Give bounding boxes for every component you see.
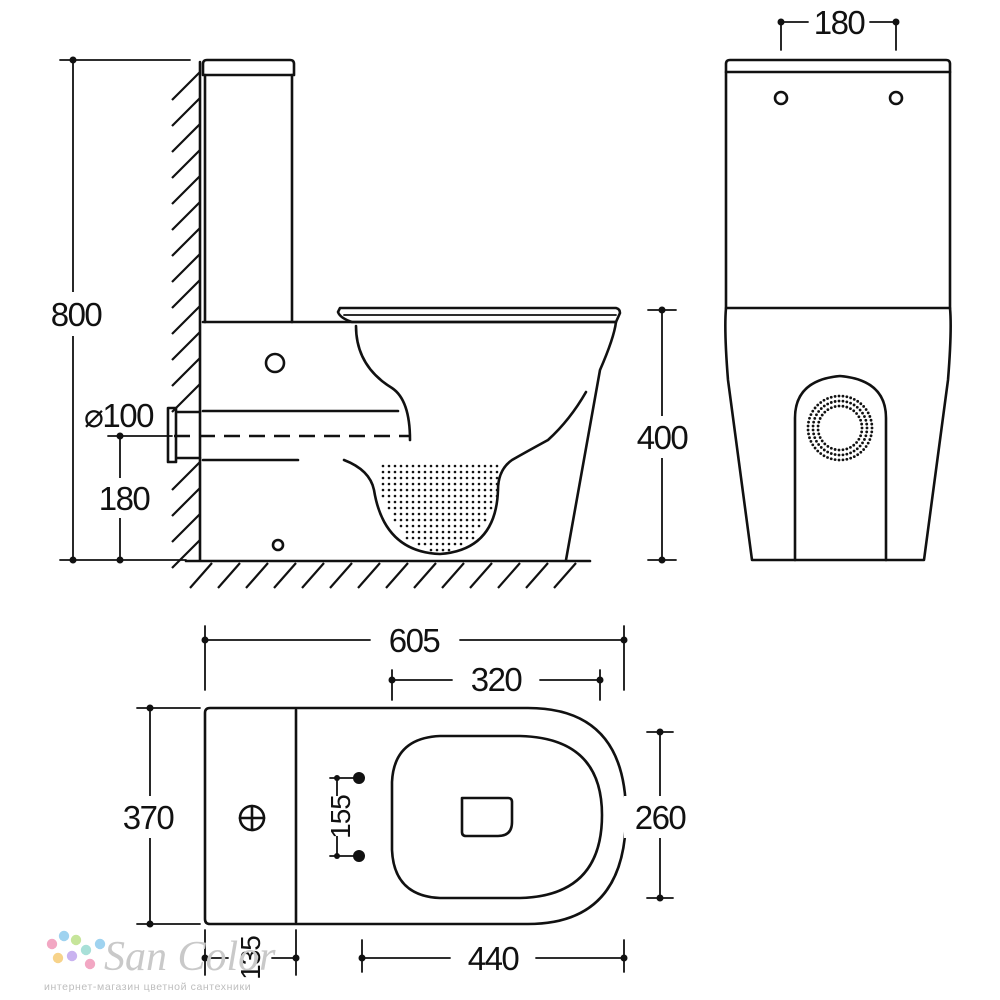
- front-bolt-left: [773, 90, 789, 106]
- top-tank-button: [238, 804, 266, 832]
- label-pipe-diameter: ⌀100: [84, 397, 154, 434]
- label-440: 440: [468, 940, 520, 977]
- dim-base-length: 440: [358, 939, 628, 977]
- label-800: 800: [51, 296, 103, 333]
- wall-hatching: [171, 71, 201, 569]
- label-135: 135: [235, 936, 266, 980]
- floor-fixing-hole: [271, 538, 285, 552]
- side-view: 800 ⌀100 180 400: [40, 56, 698, 589]
- dim-overall-height: 800: [40, 56, 191, 564]
- label-400: 400: [637, 419, 689, 456]
- front-cistern-body: [724, 70, 952, 310]
- top-drain-opening: [460, 796, 514, 838]
- dim-total-length: 605: [201, 622, 628, 691]
- front-bowl-outline: [724, 306, 952, 562]
- front-cistern-lid: [724, 58, 952, 74]
- front-bolt-right: [888, 90, 904, 106]
- dim-bowl-width: 260: [624, 728, 698, 902]
- label-605: 605: [389, 622, 440, 659]
- toilet-seat: [336, 306, 622, 324]
- top-view: 155 605 320 370: [112, 622, 698, 980]
- dim-bowl-length: 320: [388, 661, 604, 701]
- label-155: 155: [325, 795, 356, 839]
- water-dots: [381, 464, 499, 552]
- front-outlet-dots: [806, 394, 874, 462]
- floor-hatching: [189, 562, 577, 589]
- label-320: 320: [471, 661, 523, 698]
- label-180-bolts: 180: [814, 4, 866, 41]
- dim-pipe: ⌀100 180: [84, 397, 173, 564]
- outlet-connector: [166, 406, 202, 464]
- side-fixing-hole: [264, 352, 286, 374]
- label-180-pipe: 180: [99, 480, 151, 517]
- brand-tagline: интернет-магазин цветной сантехники: [44, 981, 251, 993]
- top-seat-outline: [390, 734, 604, 900]
- dim-seat-height: 400: [628, 306, 698, 564]
- dim-width: 370: [112, 704, 201, 928]
- top-outline: [203, 706, 628, 926]
- cistern-lid: [201, 58, 296, 77]
- watermark: San Color интернет-магазин цветной санте…: [44, 930, 276, 993]
- dim-fixing-spacing: 155: [325, 772, 365, 862]
- label-260: 260: [635, 799, 687, 836]
- front-view: 180: [724, 4, 952, 562]
- dim-tank-offset: 135: [201, 929, 300, 980]
- label-370: 370: [123, 799, 175, 836]
- bowl-inner-contour: [342, 324, 588, 556]
- cistern-body: [203, 73, 294, 324]
- brand-logo-dots: [46, 930, 106, 970]
- brand-name: San Color: [104, 934, 276, 980]
- dim-bolt-spacing: 180: [777, 4, 900, 51]
- front-foot-arch: [793, 374, 888, 562]
